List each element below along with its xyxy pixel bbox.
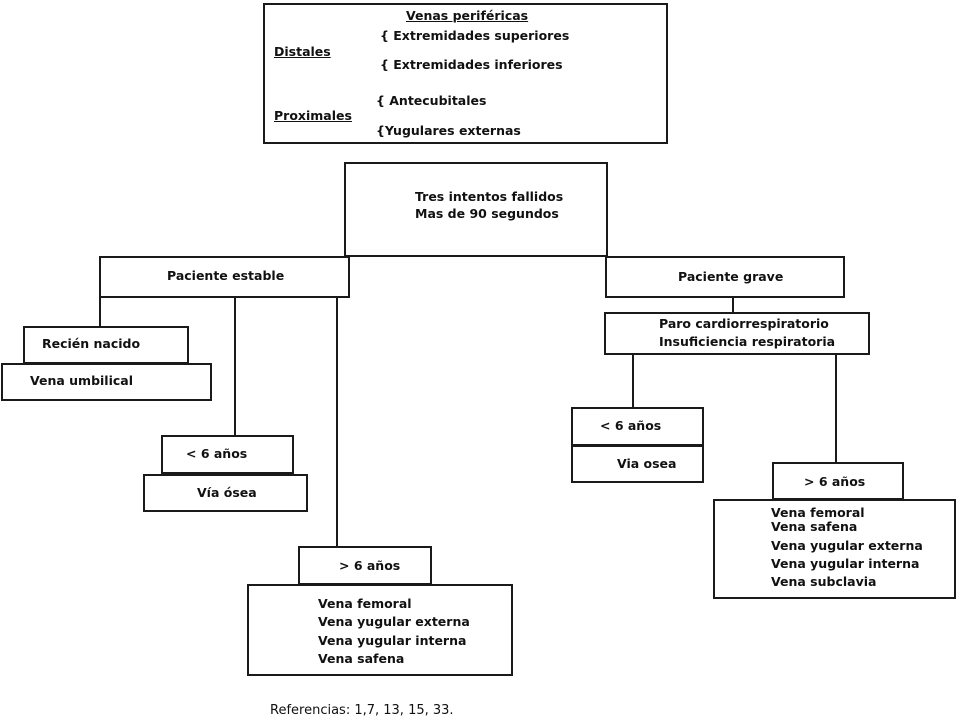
connector-grave-condition [732, 296, 734, 312]
stable-osseous-box [143, 474, 308, 512]
stable-over6-label: > 6 años [339, 558, 401, 573]
stable-osseous-label: Vía ósea [197, 485, 257, 500]
stable-under6-label: < 6 años [186, 446, 248, 461]
proximal-item-jugular: {Yugulares externas [376, 123, 521, 138]
connector-stable-over6 [336, 296, 338, 546]
grave-patient-box [605, 256, 845, 298]
grave-over6-label: > 6 años [804, 474, 866, 489]
stable-patient-label: Paciente estable [167, 268, 285, 283]
grave-condition-line-arrest: Paro cardiorrespiratorio [659, 316, 829, 331]
grave-osseous-box [571, 445, 704, 483]
newborn-label: Recién nacido [42, 336, 141, 351]
stable-over6-routes-box [247, 584, 513, 676]
proximal-item-antecubital: { Antecubitales [376, 93, 487, 108]
grave-route-int-jugular: Vena yugular interna [771, 556, 920, 571]
grave-over6-routes-box [713, 499, 956, 599]
criteria-line-attempts: Tres intentos fallidos [415, 189, 564, 204]
grave-route-ext-jugular: Vena yugular externa [771, 538, 923, 553]
grave-condition-line-resp: Insuficiencia respiratoria [659, 334, 836, 349]
grave-route-femoral: Vena femoral [771, 505, 865, 520]
umbilical-vein-label: Vena umbilical [30, 373, 134, 388]
stable-route-femoral: Vena femoral [318, 596, 412, 611]
criteria-line-time: Mas de 90 segundos [415, 206, 559, 221]
stable-over6-box [298, 546, 432, 585]
grave-condition-box [604, 312, 870, 355]
stable-route-int-jugular: Vena yugular interna [318, 633, 467, 648]
stable-route-saphenous: Vena safena [318, 651, 405, 666]
grave-route-subclavian: Vena subclavia [771, 574, 877, 589]
umbilical-vein-box [1, 363, 212, 401]
connector-grave-over6 [835, 353, 837, 462]
peripheral-veins-title: Venas periféricas [406, 8, 529, 23]
failure-criteria-box [344, 162, 608, 257]
grave-under6-label: < 6 años [600, 418, 662, 433]
grave-route-saphenous: Vena safena [771, 519, 858, 534]
connector-stable-under6 [234, 296, 236, 435]
connector-stable-newborn [99, 296, 101, 326]
distal-item-lower: { Extremidades inferiores [380, 57, 563, 72]
stable-under6-box [161, 435, 294, 474]
stable-patient-box [99, 256, 350, 298]
distal-label: Distales [274, 44, 331, 59]
connector-grave-under6 [632, 353, 634, 407]
peripheral-veins-box [263, 3, 668, 144]
proximal-label: Proximales [274, 108, 352, 123]
stable-route-ext-jugular: Vena yugular externa [318, 614, 470, 629]
references-text: Referencias: 1,7, 13, 15, 33. [270, 703, 454, 718]
grave-osseous-label: Via osea [617, 456, 677, 471]
grave-patient-label: Paciente grave [678, 269, 784, 284]
distal-item-upper: { Extremidades superiores [380, 28, 570, 43]
